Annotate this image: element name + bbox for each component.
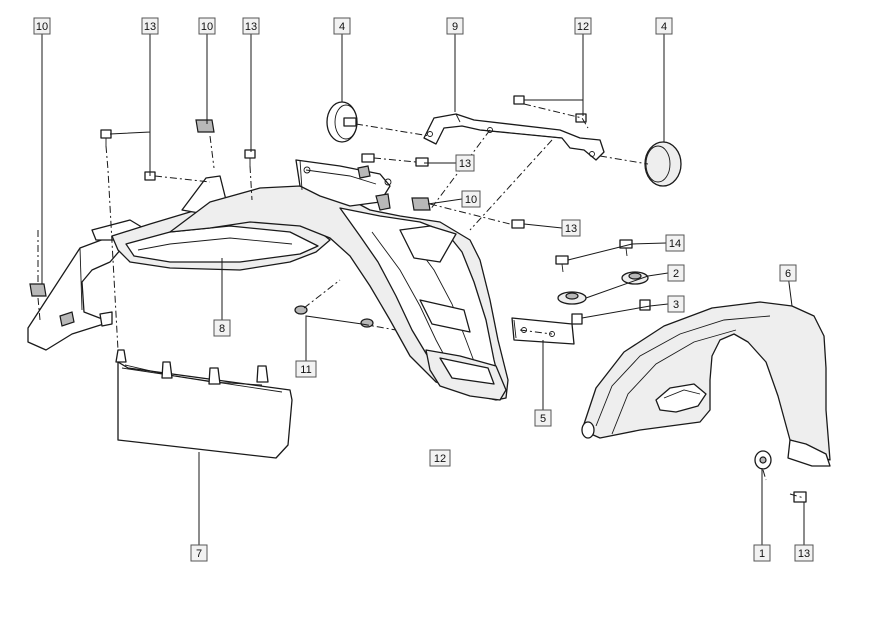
rubber-grommet-part <box>557 271 649 305</box>
callout-label: 11 <box>295 360 317 378</box>
mounting-bracket-part <box>423 113 605 161</box>
callout-text: 9 <box>452 21 458 33</box>
callout-label: 13 <box>794 544 814 562</box>
callout-label: 9 <box>446 17 464 35</box>
callout-label: 5 <box>534 409 552 427</box>
callout-label: 4 <box>655 17 673 35</box>
callout-text: 12 <box>577 21 589 33</box>
callout-text: 13 <box>565 223 577 235</box>
callout-text: 14 <box>669 238 681 250</box>
callout-label: 10 <box>198 17 216 35</box>
callout-text: 11 <box>300 364 311 376</box>
mounting-plate-part <box>511 317 575 345</box>
callout-label: 6 <box>779 264 797 282</box>
rubber-plug-right <box>644 141 682 187</box>
callout-labels: 10 13 10 13 4 9 12 4 13 10 13 14 2 3 6 8… <box>33 17 814 562</box>
bolt-part <box>555 239 633 273</box>
callout-text: 7 <box>196 548 202 560</box>
mud-flap-part <box>115 349 293 459</box>
callout-label: 13 <box>561 219 581 237</box>
callout-leaders <box>41 34 805 550</box>
callout-text: 13 <box>459 158 471 170</box>
callout-text: 10 <box>201 21 213 33</box>
callout-label: 10 <box>33 17 51 35</box>
callout-label: 8 <box>213 319 231 337</box>
callout-text: 13 <box>245 21 257 33</box>
callout-label: 10 <box>461 190 481 208</box>
callout-label: 13 <box>242 17 260 35</box>
washer-part <box>754 450 772 470</box>
callout-label: 12 <box>574 17 592 35</box>
callout-label: 7 <box>190 544 208 562</box>
callout-text: 2 <box>673 268 679 280</box>
spacer-bushing-part <box>571 299 651 325</box>
callout-text: 13 <box>798 548 810 560</box>
callout-text: 3 <box>673 299 679 311</box>
callout-label: 4 <box>333 17 351 35</box>
callout-text: 10 <box>36 21 48 33</box>
rubber-plug-left <box>326 101 358 143</box>
callout-label: 13 <box>455 154 475 172</box>
callout-text: 4 <box>661 21 667 33</box>
callout-text: 10 <box>465 194 477 206</box>
callout-text: 1 <box>759 548 765 560</box>
callout-text: 6 <box>785 268 791 280</box>
callout-label: 13 <box>141 17 159 35</box>
callout-label: 14 <box>665 234 685 252</box>
rear-fender-body <box>169 159 509 401</box>
callout-label: 2 <box>667 264 685 282</box>
callout-label: 3 <box>667 295 685 313</box>
callout-text: 5 <box>540 413 546 425</box>
clip-nut-fasteners <box>29 119 431 297</box>
callout-text: 13 <box>144 21 156 33</box>
front-fender-part <box>581 301 831 467</box>
callout-label: 12 <box>429 449 451 467</box>
callout-text: 4 <box>339 21 345 33</box>
callout-text: 12 <box>434 453 446 465</box>
callout-text: 8 <box>219 323 225 335</box>
callout-label: 1 <box>753 544 771 562</box>
